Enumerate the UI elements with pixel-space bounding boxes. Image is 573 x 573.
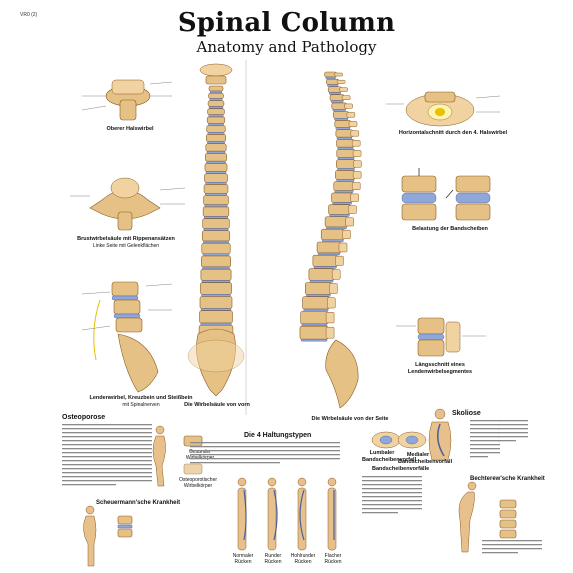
lumbar-sacrum-drawing [81,281,173,393]
thoracic-caption: Brustwirbelsäule mit Rippenansätzen [77,236,175,242]
page-subtitle: Anatomy and Pathology [196,38,377,56]
longitudinal-caption-2: Lendenwirbelsegmentes [407,369,473,375]
page-title: Spinal Column [177,8,396,38]
herniated-disc-drawing [371,431,427,449]
spine-side-view-drawing [299,71,362,409]
posture-label-flat: Flacher Rücken [324,553,342,565]
osteoporosis-figure [152,425,203,487]
osteo-vertebra-label: Osteoporotischer Wirbelkörper [178,477,218,489]
lumbar-subcaption: mit Spinalnerven [122,402,160,408]
atlas-vertebra-drawing [81,79,173,121]
scoliosis-figure [428,408,452,461]
longitudinal-caption: Längsschnitt eines [415,362,465,368]
thoracic-vertebra-drawing [70,177,186,231]
posture-label-normal: Normaler Rücken [232,553,254,565]
poster-code: VR0 (2) [20,12,38,18]
cross-section-caption: Horizontalschnitt durch den 4. Halswirbe… [398,130,508,136]
disc-load-caption: Belastung der Bandscheiben [412,226,488,232]
posture-label-hollow: Hohlrunder Rücken [290,553,316,565]
osteoporosis-heading: Osteoporose [62,414,106,421]
longitudinal-section-drawing [396,317,486,357]
cervical-cross-section-drawing [386,91,501,127]
scheuermann-figure [83,505,133,567]
medial-disc-label: Medialer Bandscheibenvorfall [398,452,453,465]
posture-label-round: Runder Rücken [264,553,282,565]
atlas-caption: Oberer Halswirbel [106,126,154,132]
posture-types-heading: Die 4 Haltungstypen [244,432,312,439]
herniation-heading: Bandscheibenvorfälle [372,466,430,472]
bechterew-heading: Bechterew'sche Krankheit [470,476,545,482]
lumbar-caption: Lendenwirbel, Kreuzbein und Steißbein [89,395,193,401]
scheuermann-heading: Scheuermann'sche Krankheit [96,500,181,506]
posture-figures [237,477,337,551]
spine-front-view-drawing [187,63,245,397]
lumbar-disc-label: Lumbaler Bandscheibenvorfall [362,450,417,463]
disc-load-drawing [401,168,491,221]
side-view-caption: Die Wirbelsäule von der Seite [311,416,389,422]
thoracic-subcaption: Linke Seite mit Gelenkflächen [92,243,160,249]
front-view-caption: Die Wirbelsäule von vorn [184,402,250,408]
scoliosis-heading: Skoliose [452,410,481,417]
bechterew-figure [458,481,517,553]
